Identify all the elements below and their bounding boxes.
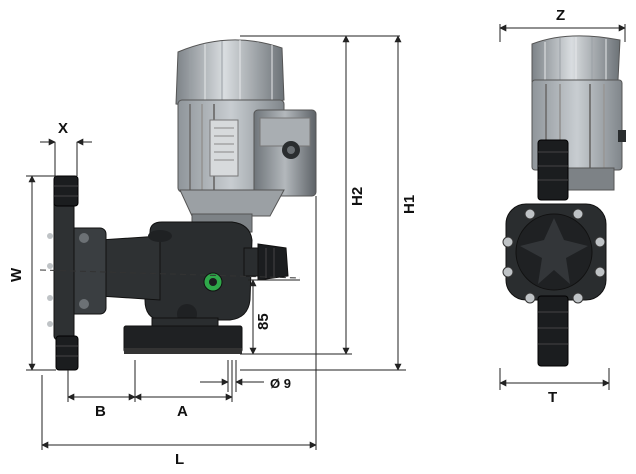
front-pump-head (502, 203, 607, 304)
dimension-lines-side (26, 35, 406, 450)
dimension-lines-front (499, 24, 626, 390)
pump-head (53, 199, 107, 341)
motor-fan-cap (175, 39, 285, 108)
label-h2: H2 (349, 187, 366, 206)
front-suction-valve (537, 295, 569, 367)
terminal-box (253, 109, 317, 197)
label-85: 85 (255, 313, 272, 330)
valve-assembly (47, 175, 79, 371)
stroke-knob (243, 243, 289, 281)
label-z: Z (556, 7, 565, 24)
label-b: B (95, 403, 106, 420)
label-h1: H1 (401, 195, 418, 214)
dimension-labels-side: X W B A L Ø 9 85 H2 H1 (8, 120, 418, 468)
label-diameter: Ø 9 (270, 376, 291, 391)
pump-front-view (502, 35, 626, 367)
label-w: W (8, 267, 25, 282)
front-motor-cap (531, 35, 621, 87)
dimension-labels-front: Z T (548, 7, 565, 406)
label-t: T (548, 389, 557, 406)
label-l: L (175, 451, 184, 468)
pump-side-view (39, 39, 317, 371)
base-plate (123, 317, 243, 354)
front-discharge-valve (537, 139, 569, 201)
label-a: A (177, 403, 188, 420)
label-x: X (58, 120, 68, 137)
center-axis (39, 269, 301, 279)
